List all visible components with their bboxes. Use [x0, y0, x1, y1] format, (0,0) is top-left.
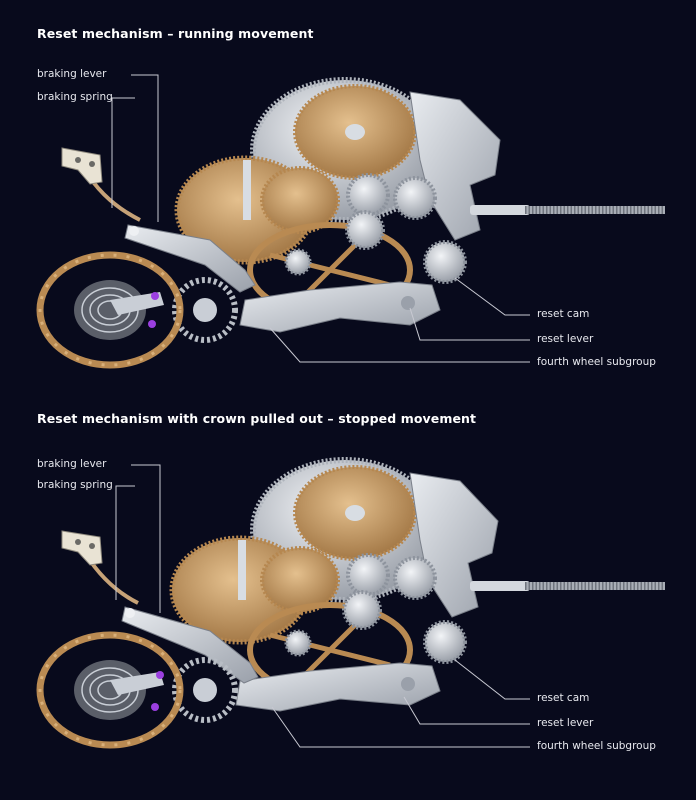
- label-fourth-wheel-subgroup: fourth wheel subgroup: [537, 356, 656, 368]
- leader-reset-lever: [403, 696, 530, 725]
- panel-running-movement: Reset mechanism – running movement: [36, 26, 665, 369]
- label-braking-spring: braking spring: [37, 91, 113, 103]
- braking-spring-part: [61, 147, 141, 222]
- leader-braking-lever: [131, 74, 159, 222]
- winding-stem: [470, 581, 665, 591]
- leader-fourth-wheel: [271, 706, 530, 748]
- reset-lever-part: [235, 662, 441, 712]
- balance-wheel: [36, 631, 184, 749]
- leader-lines: [115, 464, 530, 748]
- balance-wheel: [36, 251, 184, 369]
- pinion-gears: [284, 173, 467, 284]
- panel-stopped-movement: Reset mechanism with crown pulled out – …: [0, 385, 696, 785]
- winding-stem: [470, 205, 665, 215]
- escape-wheel: [172, 277, 238, 343]
- pinion-gears: [284, 553, 467, 664]
- leader-reset-lever: [409, 307, 530, 341]
- center-wheel-upper: [293, 84, 417, 180]
- label-reset-cam: reset cam: [537, 692, 590, 704]
- leader-fourth-wheel: [269, 327, 530, 363]
- braking-spring-part: [61, 530, 139, 605]
- braking-lever-part: [121, 606, 259, 684]
- bridge-plate: [409, 91, 501, 241]
- leader-braking-lever: [131, 464, 161, 613]
- movement-illustration: [36, 457, 665, 749]
- leader-lines: [111, 74, 530, 363]
- leader-braking-spring: [115, 485, 135, 600]
- leader-reset-cam: [454, 659, 530, 700]
- label-reset-cam: reset cam: [537, 308, 590, 320]
- label-braking-lever: braking lever: [37, 458, 107, 470]
- third-wheel: [169, 535, 340, 645]
- label-reset-lever: reset lever: [537, 717, 594, 729]
- panel-title: Reset mechanism – running movement: [37, 26, 314, 41]
- center-wheel-upper: [293, 465, 417, 561]
- label-braking-lever: braking lever: [37, 68, 107, 80]
- label-reset-lever: reset lever: [537, 333, 594, 345]
- leader-reset-cam: [454, 277, 530, 316]
- reset-lever-part: [239, 281, 441, 333]
- movement-illustration: [36, 74, 665, 369]
- label-fourth-wheel-subgroup: fourth wheel subgroup: [537, 740, 656, 752]
- leader-braking-spring: [111, 97, 135, 208]
- braking-lever-part: [124, 224, 256, 293]
- label-braking-spring: braking spring: [37, 479, 113, 491]
- escape-wheel: [172, 657, 238, 723]
- panel-title: Reset mechanism with crown pulled out – …: [37, 411, 477, 426]
